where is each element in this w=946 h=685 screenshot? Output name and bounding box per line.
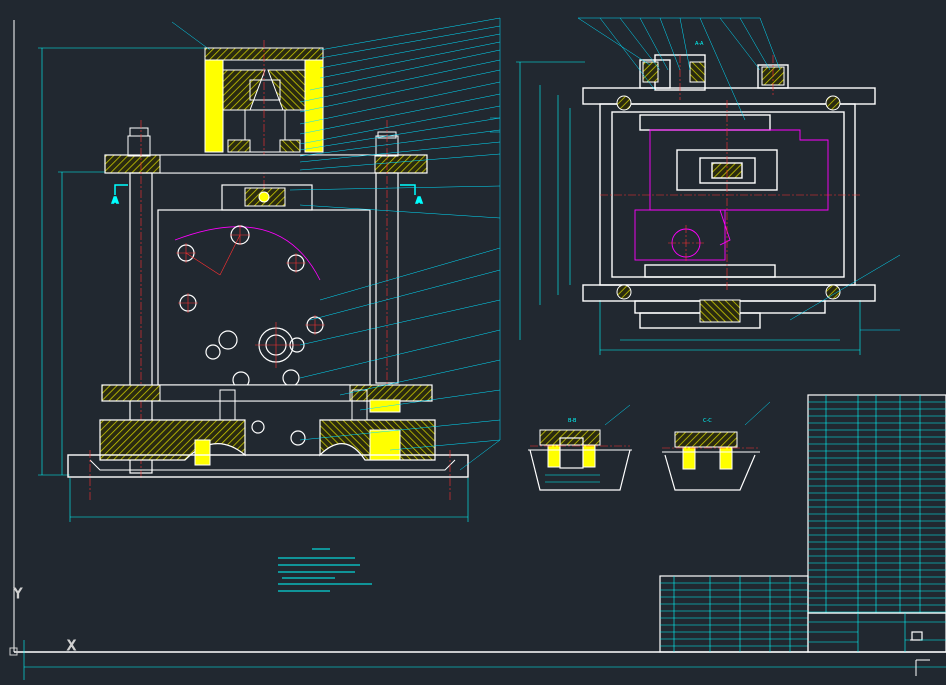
section-bb: B-B — [528, 404, 632, 491]
lower-parts-table — [659, 575, 809, 653]
top-view: A-A — [516, 17, 901, 355]
section-cc: C-C — [662, 401, 771, 491]
view-aa-label: A-A — [695, 41, 704, 47]
section-a-left-label: A — [112, 196, 119, 205]
title-block — [807, 612, 946, 653]
front-view: A A — [38, 17, 501, 522]
top-view-leaders — [577, 17, 901, 331]
section-cc-label: C-C — [703, 418, 712, 424]
workpiece — [157, 209, 371, 446]
section-a-markers: A A — [111, 184, 424, 206]
ucs-icon: Y X — [9, 587, 77, 656]
section-a-right-label: A — [416, 196, 423, 205]
top-view-dimensions — [516, 61, 861, 355]
section-bb-label: B-B — [568, 418, 577, 424]
lower-plate — [101, 384, 433, 436]
top-plate — [104, 127, 428, 174]
ucs-y-label: Y — [13, 587, 22, 602]
corner-marks — [910, 639, 930, 676]
top-view-centerlines — [600, 55, 860, 290]
parts-list-rows — [808, 401, 946, 613]
base-block — [67, 419, 469, 500]
technical-notes — [278, 548, 372, 592]
front-view-leaders — [171, 17, 501, 471]
ucs-x-label: X — [67, 639, 76, 654]
parts-list-table — [807, 394, 946, 614]
lower-parts-rows — [660, 582, 808, 647]
top-clamp-assembly — [204, 40, 324, 200]
front-view-dimensions — [38, 47, 469, 522]
middle-clamp — [221, 184, 313, 211]
